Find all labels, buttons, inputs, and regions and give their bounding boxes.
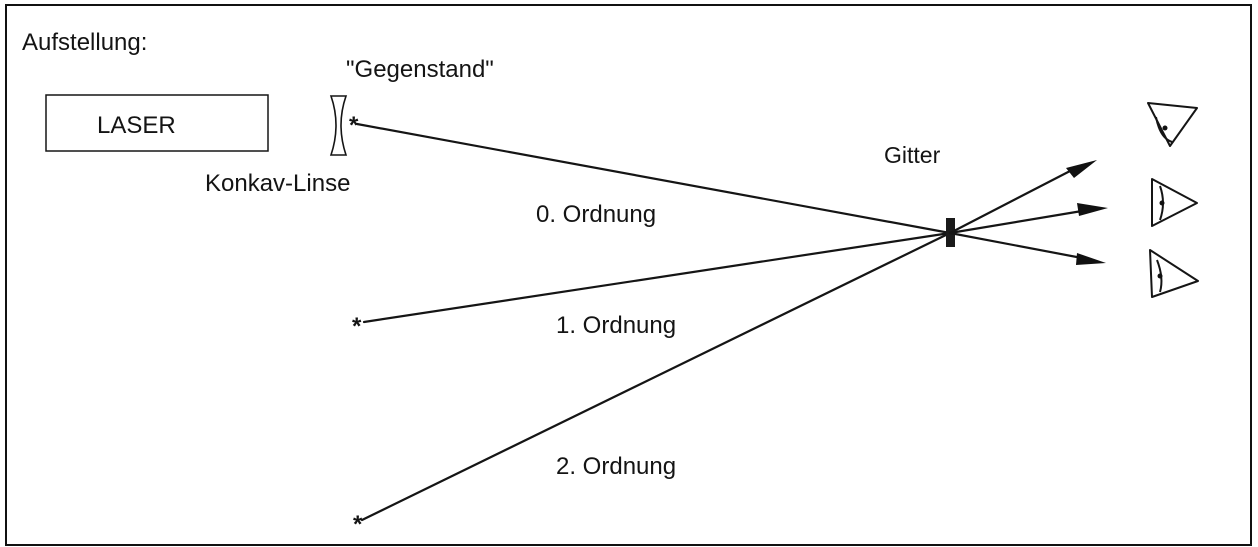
order-1-label: 1. Ordnung — [556, 312, 676, 339]
grating-label: Gitter — [884, 142, 941, 168]
object-label: "Gegenstand" — [346, 56, 494, 83]
eye-middle-icon — [1151, 178, 1198, 227]
arrowhead-middle-icon — [1077, 203, 1108, 216]
order-2-label: 2. Ordnung — [556, 453, 676, 480]
eye-upper-icon — [1147, 102, 1198, 147]
order-0-label: 0. Ordnung — [536, 201, 656, 228]
concave-lens-icon — [329, 95, 348, 156]
outgoing-ray-lower — [948, 231, 1084, 260]
lens-label: Konkav-Linse — [205, 170, 350, 197]
outgoing-ray-middle — [948, 209, 1084, 235]
outgoing-ray-upper — [948, 168, 1074, 235]
ray-order-2 — [360, 231, 952, 522]
ray-order-1 — [362, 231, 952, 324]
virtual-image-star-order-2: * — [353, 511, 363, 538]
virtual-image-star-order-1: * — [352, 313, 362, 340]
setup-title: Aufstellung: — [22, 29, 147, 56]
eye-lower-icon — [1149, 249, 1199, 298]
figure-frame — [5, 4, 1252, 546]
laser: LASER — [45, 94, 269, 152]
arrowhead-lower-icon — [1076, 253, 1106, 265]
laser-label: LASER — [97, 112, 176, 139]
arrowhead-upper-icon — [1066, 160, 1097, 178]
ray-order-0 — [355, 122, 952, 235]
object-point-star: * — [349, 112, 359, 139]
laser-box — [45, 94, 269, 152]
